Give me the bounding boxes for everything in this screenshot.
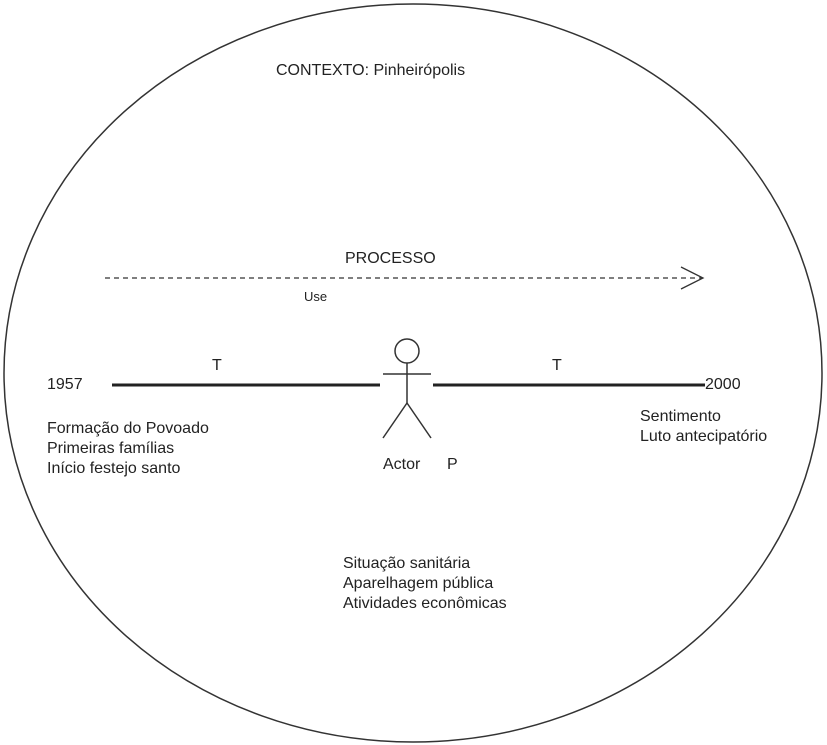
start-note: Formação do Povoado	[47, 420, 209, 437]
start-note: Início festejo santo	[47, 460, 181, 477]
bottom-note: Atividades econômicas	[343, 595, 507, 612]
actor-head	[394, 338, 420, 364]
process-edge-label: Use	[304, 289, 328, 304]
process-label: PROCESSO	[345, 250, 436, 267]
bottom-note: Situação sanitária	[343, 555, 471, 572]
process-arrow-head	[680, 266, 705, 290]
timeline-right-segment-label: T	[552, 357, 562, 374]
context-boundary	[3, 3, 823, 743]
actor-tag: P	[447, 456, 458, 473]
bottom-notes: Situação sanitária Aparelhagem pública A…	[343, 554, 507, 614]
actor-name: Actor	[383, 456, 421, 473]
start-note: Primeiras famílias	[47, 440, 175, 457]
actor-figure	[382, 338, 432, 439]
timeline-end-year: 2000	[705, 376, 741, 393]
bottom-note: Aparelhagem pública	[343, 575, 494, 592]
start-notes: Formação do Povoado Primeiras famílias I…	[47, 419, 209, 479]
timeline-start-year: 1957	[47, 376, 83, 393]
end-note: Sentimento	[640, 408, 721, 425]
actor-left-leg	[382, 402, 408, 439]
end-note: Luto antecipatório	[640, 428, 768, 445]
actor-right-leg	[406, 402, 432, 439]
context-title: CONTEXTO: Pinheirópolis	[276, 62, 466, 79]
end-notes: Sentimento Luto antecipatório	[640, 407, 767, 447]
timeline-left-segment-label: T	[212, 357, 222, 374]
